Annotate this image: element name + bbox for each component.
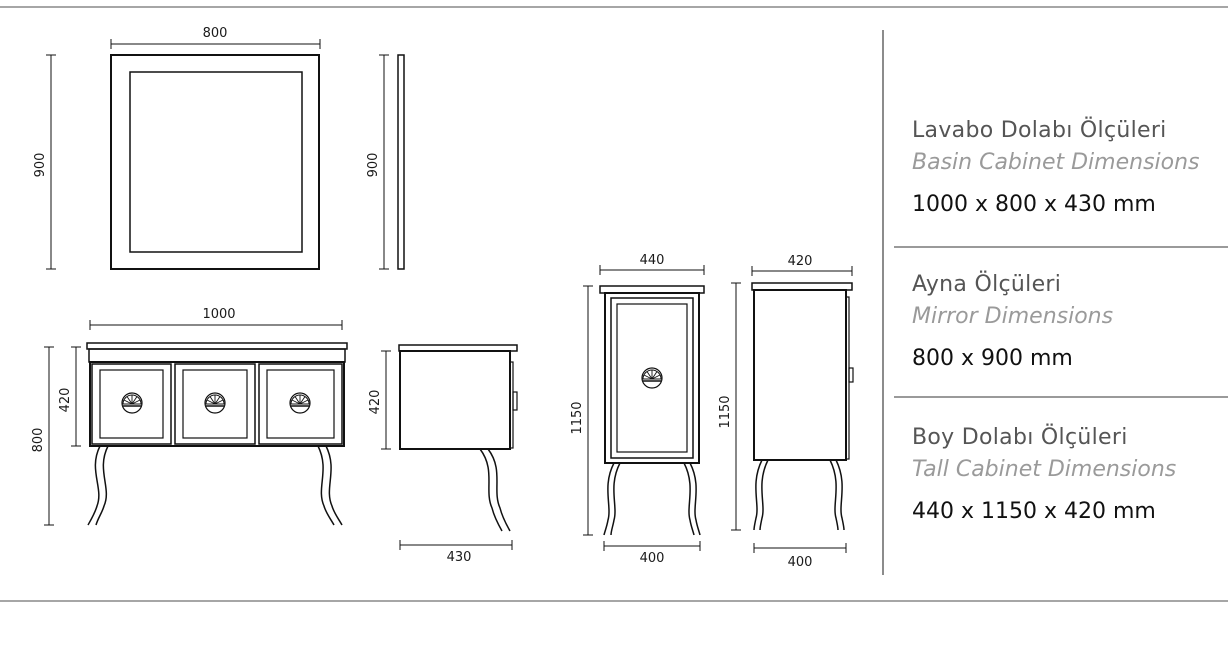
tall-spec-dimensions: 440 x 1150 x 420 mm — [912, 499, 1156, 524]
basin-side-height-label: 420 — [368, 390, 383, 415]
basin-spec-title-tr: Lavabo Dolabı Ölçüleri — [912, 118, 1167, 143]
mirror-spec-dimensions: 800 x 900 mm — [912, 346, 1073, 371]
mirror-front-view — [46, 39, 321, 270]
mirror-height-label: 900 — [33, 153, 48, 178]
spec-panel: Lavabo Dolabı Ölçüleri Basin Cabinet Dim… — [882, 30, 1228, 575]
tall-cabinet-front-view — [583, 265, 705, 551]
basin-spec-dimensions: 1000 x 800 x 430 mm — [912, 192, 1156, 217]
top-rule — [0, 6, 1228, 8]
panel-divider — [882, 30, 884, 575]
spec-separator-2 — [894, 396, 1228, 398]
basin-spec: Lavabo Dolabı Ölçüleri Basin Cabinet Dim… — [912, 116, 1228, 220]
mirror-side-view — [379, 54, 405, 270]
tall-side-base-label: 400 — [788, 555, 813, 570]
tall-side-depth-label: 420 — [788, 254, 813, 269]
basin-spec-title-en: Basin Cabinet Dimensions — [912, 150, 1200, 175]
tall-spec-title-en: Tall Cabinet Dimensions — [912, 457, 1177, 482]
mirror-side-height-label: 900 — [366, 153, 381, 178]
tall-side-height-label: 1150 — [718, 395, 733, 428]
mirror-spec: Ayna Ölçüleri Mirror Dimensions 800 x 90… — [912, 270, 1228, 374]
basin-width-label: 1000 — [202, 307, 235, 322]
tall-spec-title-tr: Boy Dolabı Ölçüleri — [912, 425, 1128, 450]
mirror-spec-title-tr: Ayna Ölçüleri — [912, 272, 1062, 297]
mirror-spec-title-en: Mirror Dimensions — [912, 304, 1114, 329]
basin-knob-2 — [204, 392, 226, 414]
basin-knob-3 — [289, 392, 311, 414]
tall-spec: Boy Dolabı Ölçüleri Tall Cabinet Dimensi… — [912, 423, 1228, 527]
tall-height-label: 1150 — [570, 401, 585, 434]
basin-height-label: 800 — [31, 428, 46, 453]
tall-base-width-label: 400 — [640, 551, 665, 566]
technical-drawing: 800 900 900 — [31, 26, 854, 570]
basin-knob-1 — [121, 392, 143, 414]
basin-cabinet-side-view — [381, 344, 518, 550]
mirror-width-label: 800 — [203, 26, 228, 41]
basin-body-height-label: 420 — [58, 388, 73, 413]
bottom-rule — [0, 600, 1228, 602]
tall-width-label: 440 — [640, 253, 665, 268]
tall-cabinet-side-view — [731, 266, 854, 553]
basin-cabinet-front-view — [44, 320, 348, 526]
spec-separator-1 — [894, 246, 1228, 248]
basin-depth-label: 430 — [447, 550, 472, 565]
tall-knob — [641, 367, 663, 389]
